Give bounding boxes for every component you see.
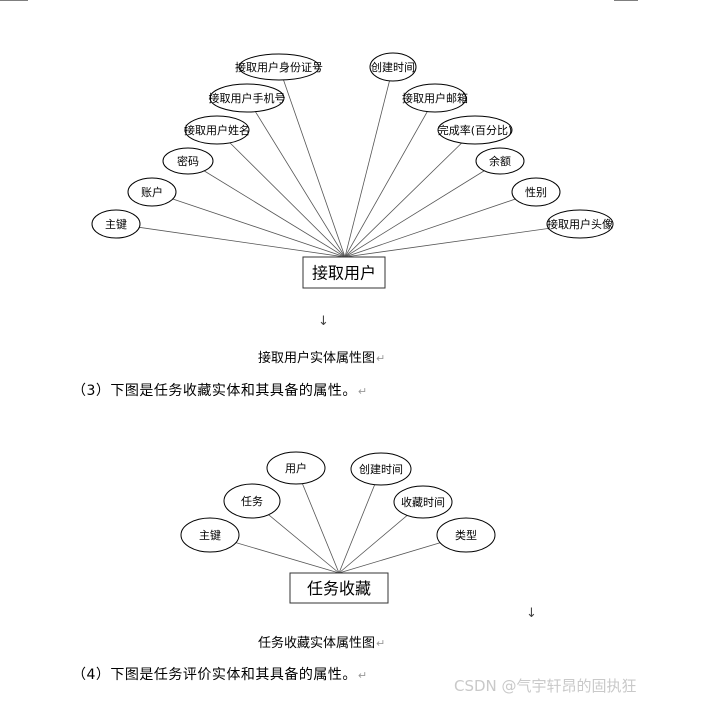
attribute-node: 主键 [91,209,141,239]
diagram-caption: 接取用户实体属性图↵ [258,347,385,366]
attribute-label: 收藏时间 [401,495,445,509]
attribute-connector [344,191,537,258]
attribute-node: 性别 [511,177,561,207]
attribute-label: 任务 [241,495,263,508]
attribute-node: 创建时间 [350,452,412,486]
attribute-ellipse [475,147,525,175]
attribute-connector [295,467,340,574]
attribute-ellipse [162,147,214,175]
attribute-node: 接取用户邮箱 [402,83,468,113]
attribute-label: 账户 [141,185,163,199]
attribute-node: 接取用户头像 [546,209,614,239]
csdn-watermark: CSDN @气宇轩昂的固执狂 [454,677,637,695]
attribute-ellipse [266,451,326,485]
attribute-label: 接取用户手机号 [209,91,286,105]
attribute-label: 接取用户头像 [547,217,613,231]
attribute-label: 用户 [285,461,307,475]
attribute-label: 类型 [455,528,477,542]
attribute-ellipse [393,485,453,519]
attribute-label: 性别 [525,185,547,199]
return-mark: ↵ [357,669,368,682]
paragraph: （3）下图是任务收藏实体和其具备的属性。↵ [72,380,368,400]
attribute-node: 完成率(百分比) [437,115,513,145]
caption-text: 任务收藏实体属性图 [258,636,376,651]
attribute-label: 创建时间 [371,60,415,74]
attribute-connector [344,97,436,258]
attribute-node: 类型 [436,517,496,553]
page-corner-mark-right [614,0,638,1]
attribute-ellipse [209,83,285,113]
attribute-ellipse [184,115,250,145]
down-arrow-mark: ↓ [318,314,329,329]
attribute-ellipse [223,483,281,519]
attribute-ellipse [546,209,614,239]
attribute-connector [187,160,346,258]
attribute-connector [344,129,476,258]
attribute-ellipse [436,517,496,553]
attribute-ellipse [238,53,320,81]
page-corner-mark-left [0,0,28,1]
attribute-ellipse [511,177,561,207]
attribute-node: 余额 [475,147,525,175]
attribute-node: 任务 [223,483,281,519]
entity-box [289,572,389,604]
attribute-label: 主键 [105,217,127,231]
attribute-ellipse [369,52,417,82]
entity-node: 接取用户 [302,256,386,289]
entity-label: 接取用户 [312,264,376,283]
attribute-ellipse [437,115,513,145]
attribute-label: 创建时间 [359,462,403,476]
attribute-node: 主键 [180,517,240,553]
attribute-node: 接取用户姓名 [184,115,250,145]
attribute-ellipse [350,452,412,486]
er-diagram-pickup-user: 主键 账户 密码 接取用户姓名 接取用户手机号 接取用户身份证号 创建时间接取用户邮箱完成率… [91,52,614,289]
diagram-caption: 任务收藏实体属性图↵ [258,632,385,651]
attribute-connector [216,129,346,258]
attribute-connector [151,191,346,258]
entity-box [302,256,386,289]
paragraph-text: （3）下图是任务收藏实体和其具备的属性。 [72,383,357,399]
return-mark: ↵ [376,352,386,365]
attribute-node: 密码 [162,147,214,175]
entity-node: 任务收藏 [289,572,389,604]
attribute-connector [278,66,346,258]
attribute-node: 账户 [127,177,177,207]
attribute-connector [246,97,346,258]
attribute-node: 用户 [266,451,326,485]
caption-text: 接取用户实体属性图 [258,351,376,366]
attribute-label: 接取用户邮箱 [402,91,468,105]
attribute-connector [344,66,394,258]
attribute-label: 接取用户姓名 [184,123,250,137]
paragraph: （4）下图是任务评价实体和其具备的属性。↵ [72,664,368,684]
return-mark: ↵ [376,637,386,650]
attribute-ellipse [180,517,240,553]
attribute-label: 密码 [177,154,199,168]
attribute-ellipse [91,209,141,239]
return-mark: ↵ [357,385,368,398]
entity-label: 任务收藏 [307,579,371,598]
down-arrow-mark: ↓ [526,606,537,621]
attribute-node: 创建时间 [369,52,417,82]
connector-lines [115,66,581,258]
attribute-label: 余额 [489,154,511,168]
attribute-label: 主键 [199,528,221,542]
attribute-connector [115,223,346,258]
attribute-node: 收藏时间 [393,485,453,519]
attribute-label: 完成率(百分比) [438,123,513,137]
attribute-connector [344,223,581,258]
attribute-ellipse [127,177,177,207]
attribute-ellipse [403,83,467,113]
paragraph-text: （4）下图是任务评价实体和其具备的属性。 [72,667,357,683]
attribute-node: 接取用户手机号 [209,83,286,113]
attribute-node: 接取用户身份证号 [235,53,323,81]
attribute-label: 接取用户身份证号 [235,60,323,74]
attribute-connector [338,468,382,574]
attribute-connector [344,160,501,258]
